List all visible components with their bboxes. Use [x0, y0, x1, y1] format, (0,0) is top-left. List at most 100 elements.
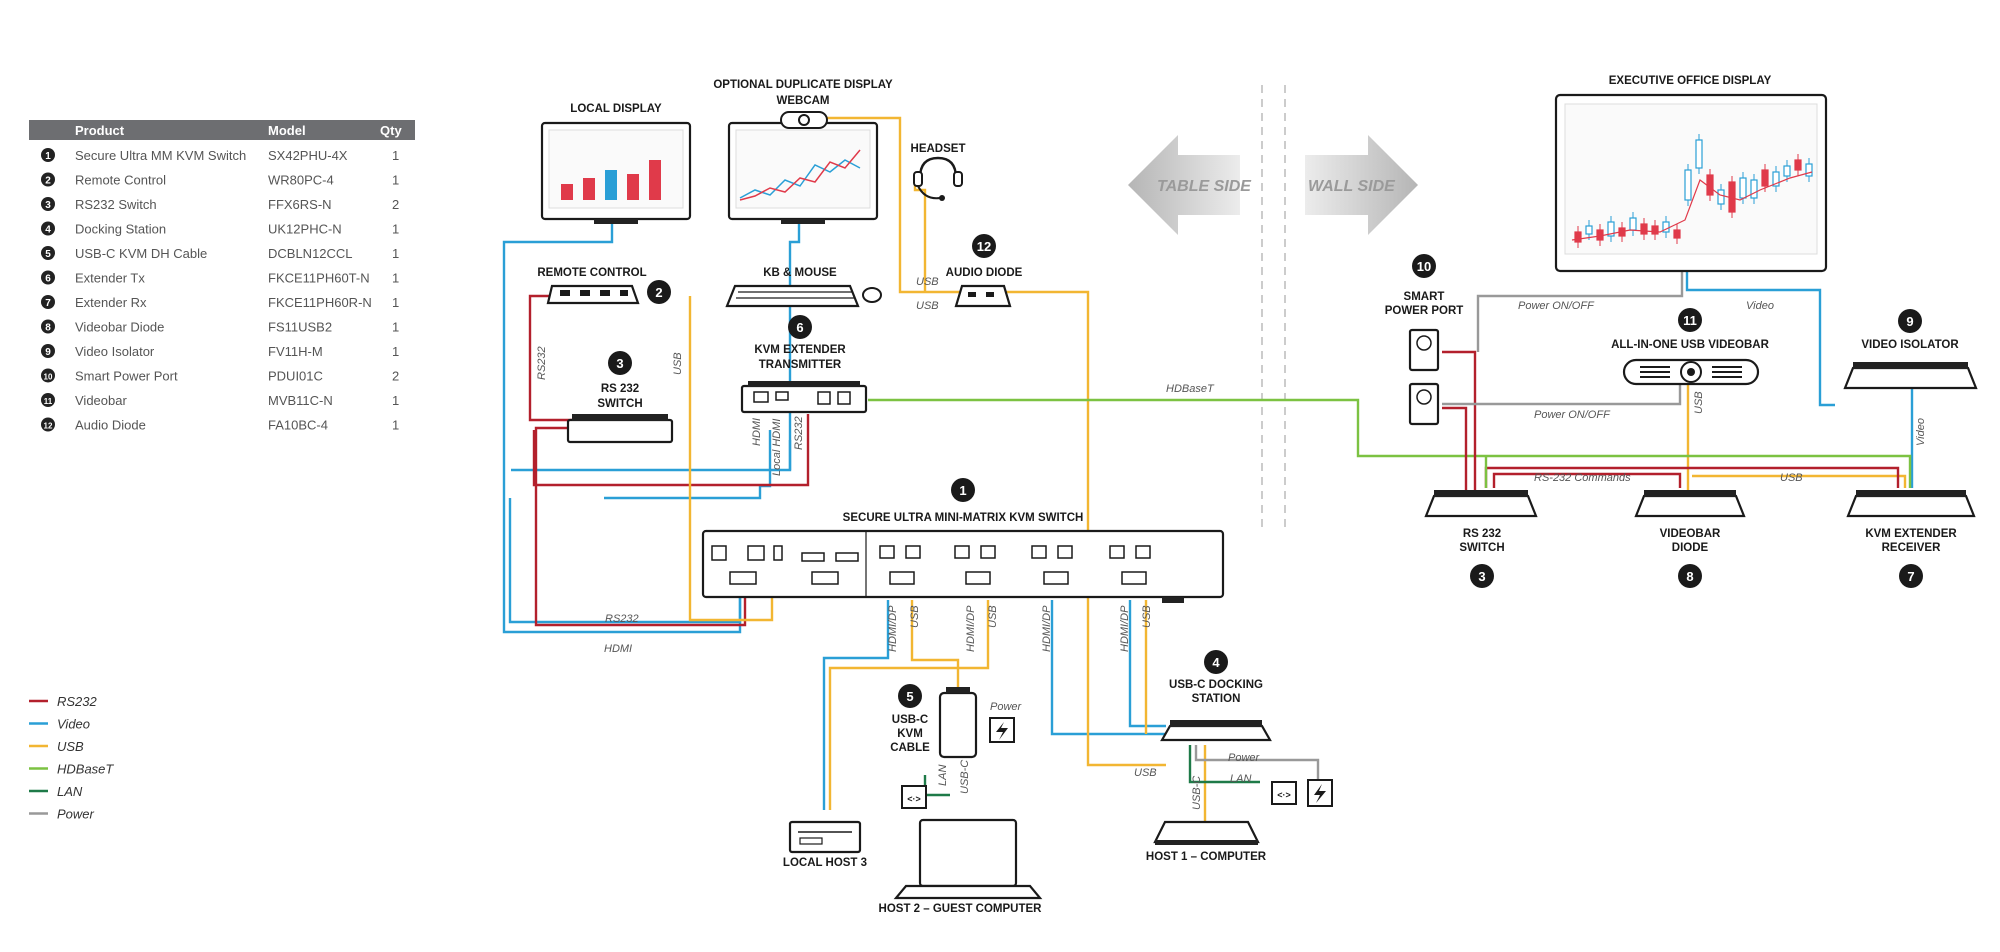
legend-label: Power [57, 807, 95, 822]
wl-local-hdmi: Local HDMI [771, 419, 783, 476]
legend-item: RS232 [29, 694, 98, 709]
rs232-switch-right-label-1: RS 232 [1463, 528, 1501, 540]
table-header-qty: Qty [380, 123, 402, 138]
executive-office-display [1554, 93, 1828, 273]
callout-smart-power: 10 [1417, 259, 1431, 274]
callout-remote-control: 2 [655, 285, 662, 300]
kvm-extender-transmitter [740, 381, 868, 414]
row-product: Video Isolator [75, 344, 155, 359]
wl-hdbaset: HDBaseT [1166, 383, 1215, 395]
row-number-badge [41, 246, 55, 260]
row-number: 5 [45, 249, 51, 260]
trend-line [1571, 171, 1813, 241]
row-number: 1 [45, 151, 51, 162]
wl-rs232-bottom: RS232 [605, 613, 639, 625]
docking-label-1: USB-C DOCKING [1169, 679, 1263, 691]
wl-usb-kb: USB [916, 300, 939, 312]
docking-power-port [1307, 779, 1333, 807]
row-product: Videobar Diode [75, 320, 164, 335]
row-model: FKCE11PH60R-N [268, 295, 372, 310]
wl-usb-1: USB [909, 605, 921, 628]
webcam-label: WEBCAM [776, 95, 829, 107]
remote-control [546, 284, 640, 305]
row-number-badge [41, 319, 55, 334]
candle-mark [1651, 220, 1659, 240]
row-qty: 1 [392, 222, 399, 237]
smart-power-port-1 [1408, 328, 1440, 372]
legend-item: LAN [29, 784, 83, 799]
row-number-badge [41, 221, 55, 236]
wl-power-dock: Power [1228, 752, 1261, 764]
row-number: 10 [44, 373, 53, 382]
kvm-tx-label-1: KVM EXTENDER [754, 344, 846, 356]
candle-mark [1783, 160, 1791, 182]
row-number: 6 [45, 274, 51, 285]
row-number: 3 [45, 200, 51, 211]
table-side-arrow: TABLE SIDE [1128, 135, 1252, 235]
video-isolator-label: VIDEO ISOLATOR [1861, 339, 1959, 351]
rs232-switch-left-label-2: SWITCH [597, 398, 642, 410]
host1-label: HOST 1 – COMPUTER [1146, 851, 1267, 863]
zone-divider [1261, 85, 1286, 530]
legend-item: Video [29, 717, 90, 732]
row-model: FFX6RS-N [268, 197, 332, 212]
row-model: PDUI01C [268, 369, 323, 384]
candle-mark [1794, 154, 1802, 176]
candle-mark [1607, 216, 1615, 242]
row-number-badge [41, 417, 55, 432]
wall-side-arrow: WALL SIDE [1305, 135, 1418, 235]
wl-usb-headset: USB [916, 276, 939, 288]
wl-hdmi-bottom: HDMI [604, 643, 632, 655]
table-header-model: Model [268, 123, 306, 138]
candle-mark [1805, 158, 1813, 182]
local-host-3 [788, 820, 862, 854]
callout-videobar-diode: 8 [1686, 569, 1693, 584]
exec-display-candles [1571, 134, 1813, 248]
row-number: 9 [45, 347, 51, 358]
local-host-3-label: LOCAL HOST 3 [783, 857, 867, 869]
headset-label: HEADSET [911, 143, 966, 155]
callout-docking: 4 [1212, 655, 1220, 670]
kvm-extender-receiver [1846, 490, 1976, 518]
wl-video-isolator: Video [1915, 418, 1927, 446]
local-display-label: LOCAL DISPLAY [570, 103, 662, 115]
local-display [540, 121, 692, 224]
row-number-badge [41, 368, 55, 383]
legend-label: HDBaseT [57, 762, 114, 777]
videobar-label: ALL-IN-ONE USB VIDEOBAR [1611, 339, 1770, 351]
row-product: Extender Rx [75, 295, 147, 310]
legend-item: HDBaseT [29, 762, 114, 777]
callout-video-isolator: 9 [1906, 314, 1913, 329]
legend-item: USB [29, 739, 84, 754]
candle-mark [1640, 218, 1648, 240]
wl-usb-videobar: USB [1693, 391, 1705, 414]
smart-power-label-2: POWER PORT [1385, 305, 1464, 317]
audio-diode [954, 284, 1012, 308]
row-number-badge [41, 197, 55, 211]
keyboard-mouse [725, 284, 882, 308]
row-number: 2 [45, 176, 51, 187]
wire-labels: USB USB RS232 USB HDMI Local HDMI RS232 … [536, 276, 1927, 810]
row-product: RS232 Switch [75, 197, 157, 212]
wl-rs232-commands: RS-232 Commands [1534, 472, 1631, 484]
row-number-badge [41, 393, 55, 407]
callout-usbc-cable: 5 [906, 689, 913, 704]
rs232-switch-right-label-2: SWITCH [1459, 542, 1504, 554]
row-model: WR80PC-4 [268, 173, 334, 188]
row-qty: 1 [392, 173, 399, 188]
audio-diode-label: AUDIO DIODE [946, 267, 1023, 279]
legend-label: USB [57, 739, 84, 754]
wl-hdmi-tx: HDMI [751, 418, 763, 446]
rs232-switch-left-label-1: RS 232 [601, 383, 639, 395]
row-model: FKCE11PH60T-N [268, 271, 370, 286]
kvm-switch [701, 529, 1225, 603]
candle-mark [1750, 174, 1758, 204]
docking-station [1160, 720, 1272, 742]
